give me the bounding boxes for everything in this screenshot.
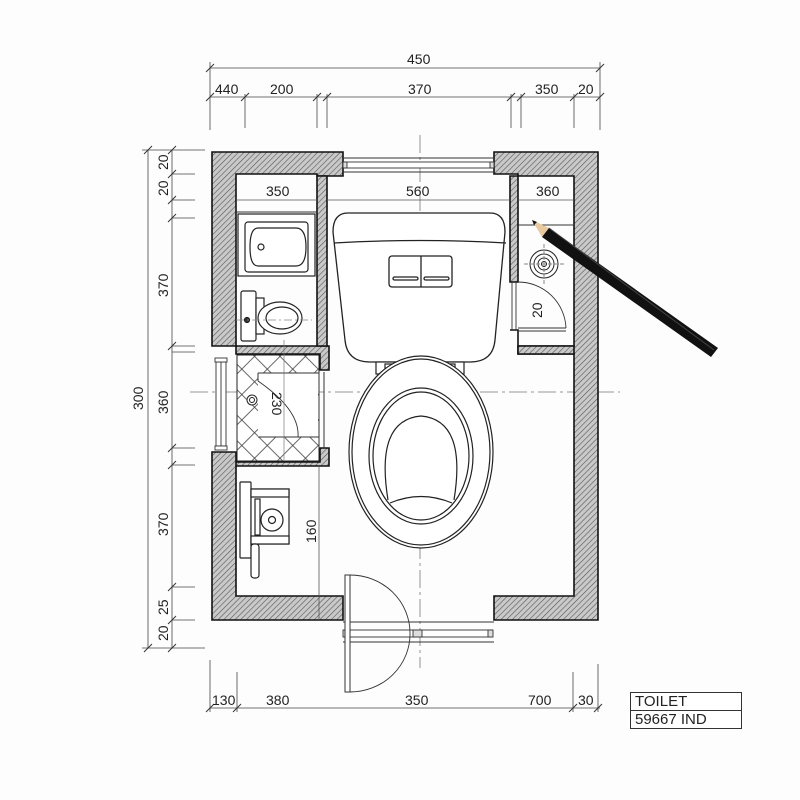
- dim-top-3: 370: [408, 81, 432, 97]
- main-toilet-bowl: [348, 355, 494, 549]
- dimension-lines: [142, 62, 601, 712]
- dim-bottom-3: 350: [405, 692, 429, 708]
- main-toilet-tank: [332, 212, 507, 363]
- title-block: TOILET 59667 IND: [630, 692, 742, 729]
- title-block-name: TOILET: [635, 693, 688, 710]
- dim-bottom-2: 380: [266, 692, 290, 708]
- dim-top-overall: 450: [407, 51, 431, 67]
- label-left-alcove-width: 350: [266, 183, 290, 199]
- floor-drain-icon: [524, 244, 564, 284]
- label-right-alcove-width: 360: [536, 183, 560, 199]
- dim-left-6: 25: [155, 599, 171, 615]
- top-window: [342, 157, 495, 173]
- dim-left-2: 20: [155, 180, 171, 196]
- label-door-small: 20: [529, 302, 545, 318]
- dim-bottom-1: 130: [212, 692, 236, 708]
- bathtub-fixture: [237, 213, 316, 277]
- dim-left-overall: 300: [130, 386, 146, 410]
- small-toilet-fixture: [236, 290, 312, 342]
- left-window: [214, 357, 228, 451]
- shower-area: [236, 354, 325, 462]
- dim-left-5: 370: [155, 512, 171, 536]
- title-block-code: 59667 IND: [631, 710, 741, 728]
- dim-top-5: 20: [578, 81, 594, 97]
- walls: [211, 151, 599, 621]
- dim-left-7: 20: [155, 625, 171, 641]
- right-door-swing: [511, 281, 567, 332]
- dimension-ticks: [143, 63, 605, 713]
- dim-bottom-4: 700: [528, 692, 552, 708]
- dim-top-2: 200: [270, 81, 294, 97]
- dim-left-3: 370: [155, 273, 171, 297]
- label-vanity-clearance: 160: [303, 519, 319, 543]
- vanity-sink-fixture: [239, 481, 290, 579]
- entry-door: [342, 574, 494, 693]
- pencil-icon: [532, 220, 718, 357]
- label-shower-radius: 230: [269, 392, 285, 416]
- dim-left-1: 20: [155, 154, 171, 170]
- dim-top-4: 350: [535, 81, 559, 97]
- dim-left-4: 360: [155, 390, 171, 414]
- dim-top-1: 440: [215, 81, 239, 97]
- label-center-width: 560: [406, 183, 430, 199]
- dim-bottom-5: 30: [578, 692, 594, 708]
